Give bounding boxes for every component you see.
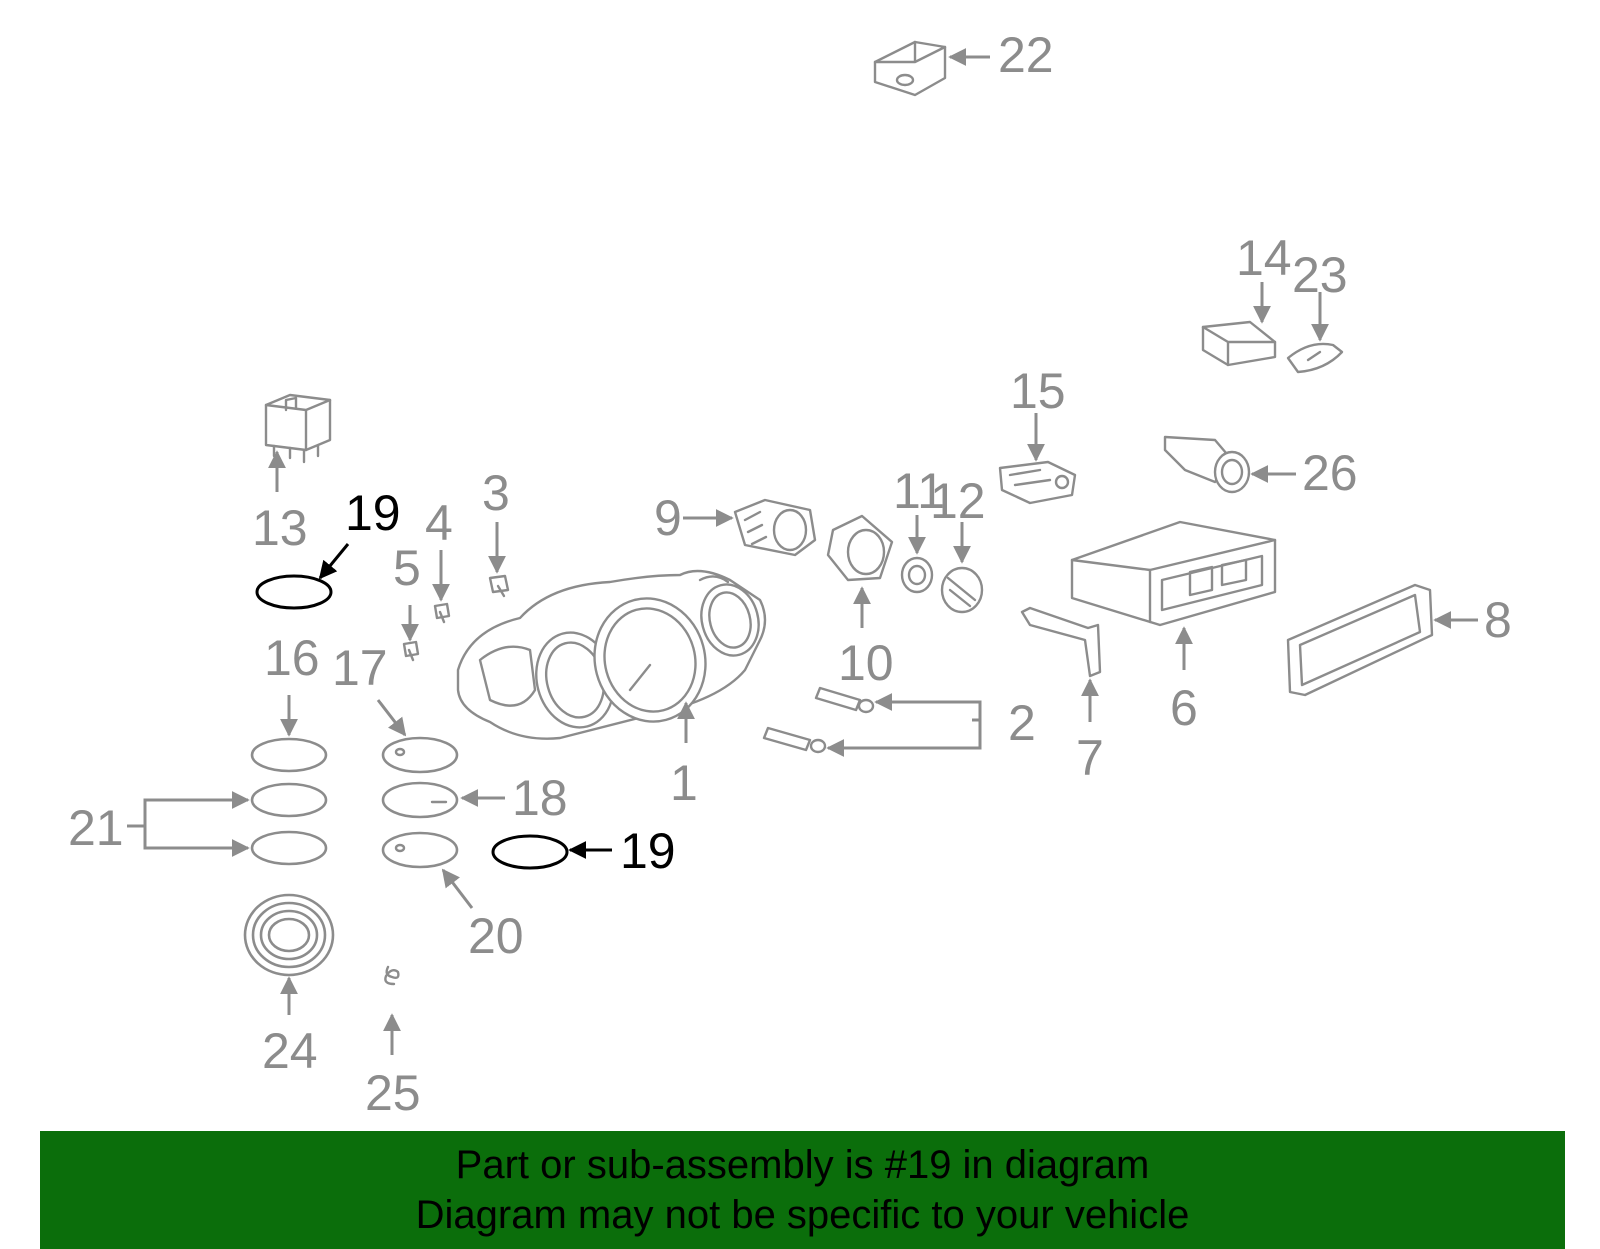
part-4-screw — [433, 602, 451, 624]
callout-3: 3 — [482, 465, 510, 521]
leader-2-lower — [826, 720, 982, 757]
leader-19-upper — [318, 543, 350, 580]
callout-15: 15 — [1010, 363, 1066, 419]
callout-21: 21 — [68, 800, 124, 856]
part-11-knob — [900, 556, 934, 594]
callout-16: 16 — [264, 630, 320, 686]
callout-2: 2 — [1008, 695, 1036, 751]
callout-10: 10 — [838, 635, 894, 691]
callout-23: 23 — [1292, 247, 1348, 303]
part-20-lens — [381, 831, 459, 869]
part-15-module — [998, 460, 1077, 505]
leader-20 — [441, 868, 474, 909]
callout-6: 6 — [1170, 680, 1198, 736]
leader-17 — [376, 699, 407, 737]
part-19-ring-upper — [255, 574, 333, 610]
part-2-bulbs — [762, 686, 875, 754]
part-8-bezel — [1286, 583, 1434, 697]
part-13-relay — [264, 393, 332, 464]
leader-2-upper — [874, 693, 982, 722]
callout-24: 24 — [262, 1023, 318, 1079]
footer-band — [40, 1131, 1565, 1249]
part-5-screw — [402, 640, 420, 662]
part-6-control-unit — [1070, 520, 1277, 627]
callout-9: 9 — [654, 490, 682, 546]
part-14-connector — [1201, 320, 1277, 367]
callout-12: 12 — [930, 473, 986, 529]
part-7-bracket — [1020, 606, 1102, 678]
callout-18: 18 — [512, 770, 568, 826]
footer-line-1: Part or sub-assembly is #19 in diagram — [455, 1143, 1150, 1187]
callout-19-upper: 19 — [345, 485, 401, 541]
callout-1: 1 — [670, 755, 698, 811]
callout-14: 14 — [1236, 230, 1292, 286]
callout-25: 25 — [365, 1065, 421, 1121]
callout-19-lower: 19 — [620, 823, 676, 879]
footer-notice: Part or sub-assembly is #19 in diagram D… — [40, 1131, 1565, 1249]
part-23-switch — [1286, 342, 1344, 374]
part-25-clip — [384, 965, 400, 986]
callout-5: 5 — [393, 540, 421, 596]
part-10-housing — [826, 514, 894, 582]
callout-13: 13 — [252, 500, 308, 556]
part-9-switch-assembly — [733, 498, 817, 557]
part-21-ring-upper — [250, 782, 328, 818]
callout-8: 8 — [1484, 592, 1512, 648]
part-3-screw — [488, 574, 510, 598]
part-21-ring-lower — [250, 830, 328, 866]
callout-7: 7 — [1076, 730, 1104, 786]
callout-11: 11 — [893, 463, 945, 519]
callout-22: 22 — [998, 27, 1054, 83]
callout-4: 4 — [425, 495, 453, 551]
part-17-lens — [381, 736, 459, 774]
part-26-socket — [1163, 435, 1251, 494]
callout-20: 20 — [468, 908, 524, 964]
part-16-ring — [250, 737, 328, 773]
part-18-lens — [381, 781, 459, 819]
part-22-bracket — [873, 40, 947, 97]
part-19-ring-lower — [491, 834, 569, 870]
leader-21-upper — [127, 791, 250, 828]
part-1-instrument-cluster — [456, 569, 767, 740]
leader-21-lower — [143, 826, 250, 857]
callout-26: 26 — [1302, 445, 1358, 501]
part-12-knob — [940, 566, 984, 614]
footer-line-2: Diagram may not be specific to your vehi… — [415, 1193, 1190, 1237]
part-24-grommet — [243, 893, 335, 977]
callout-17: 17 — [332, 640, 388, 696]
